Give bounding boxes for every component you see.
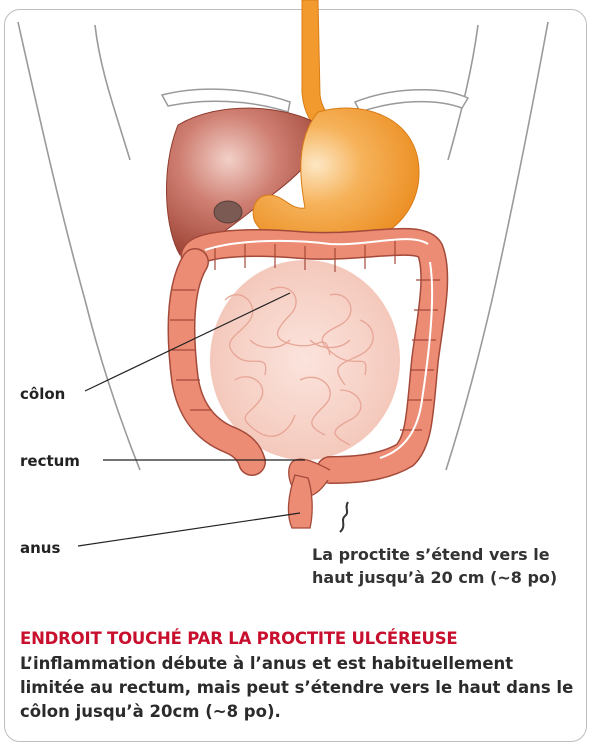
tissue-fragment <box>340 502 348 532</box>
anus-label: anus <box>20 539 60 557</box>
caption-heading: ENDROIT TOUCHÉ PAR LA PROCTITE ULCÉREUSE <box>20 629 458 648</box>
caption-body: L’inflammation débute à l’anus et est ha… <box>20 652 580 724</box>
extent-note-line2: haut jusqu’à 20 cm (~8 po) <box>312 566 557 589</box>
rectum-label: rectum <box>20 452 80 470</box>
rectum <box>288 459 330 528</box>
extent-note-line1: La proctite s’étend vers le <box>312 543 557 566</box>
extent-note: La proctite s’étend vers le haut jusqu’à… <box>312 543 557 589</box>
colon-label: côlon <box>20 385 65 403</box>
digestive-system-illustration <box>0 0 592 600</box>
gallbladder <box>214 201 242 223</box>
